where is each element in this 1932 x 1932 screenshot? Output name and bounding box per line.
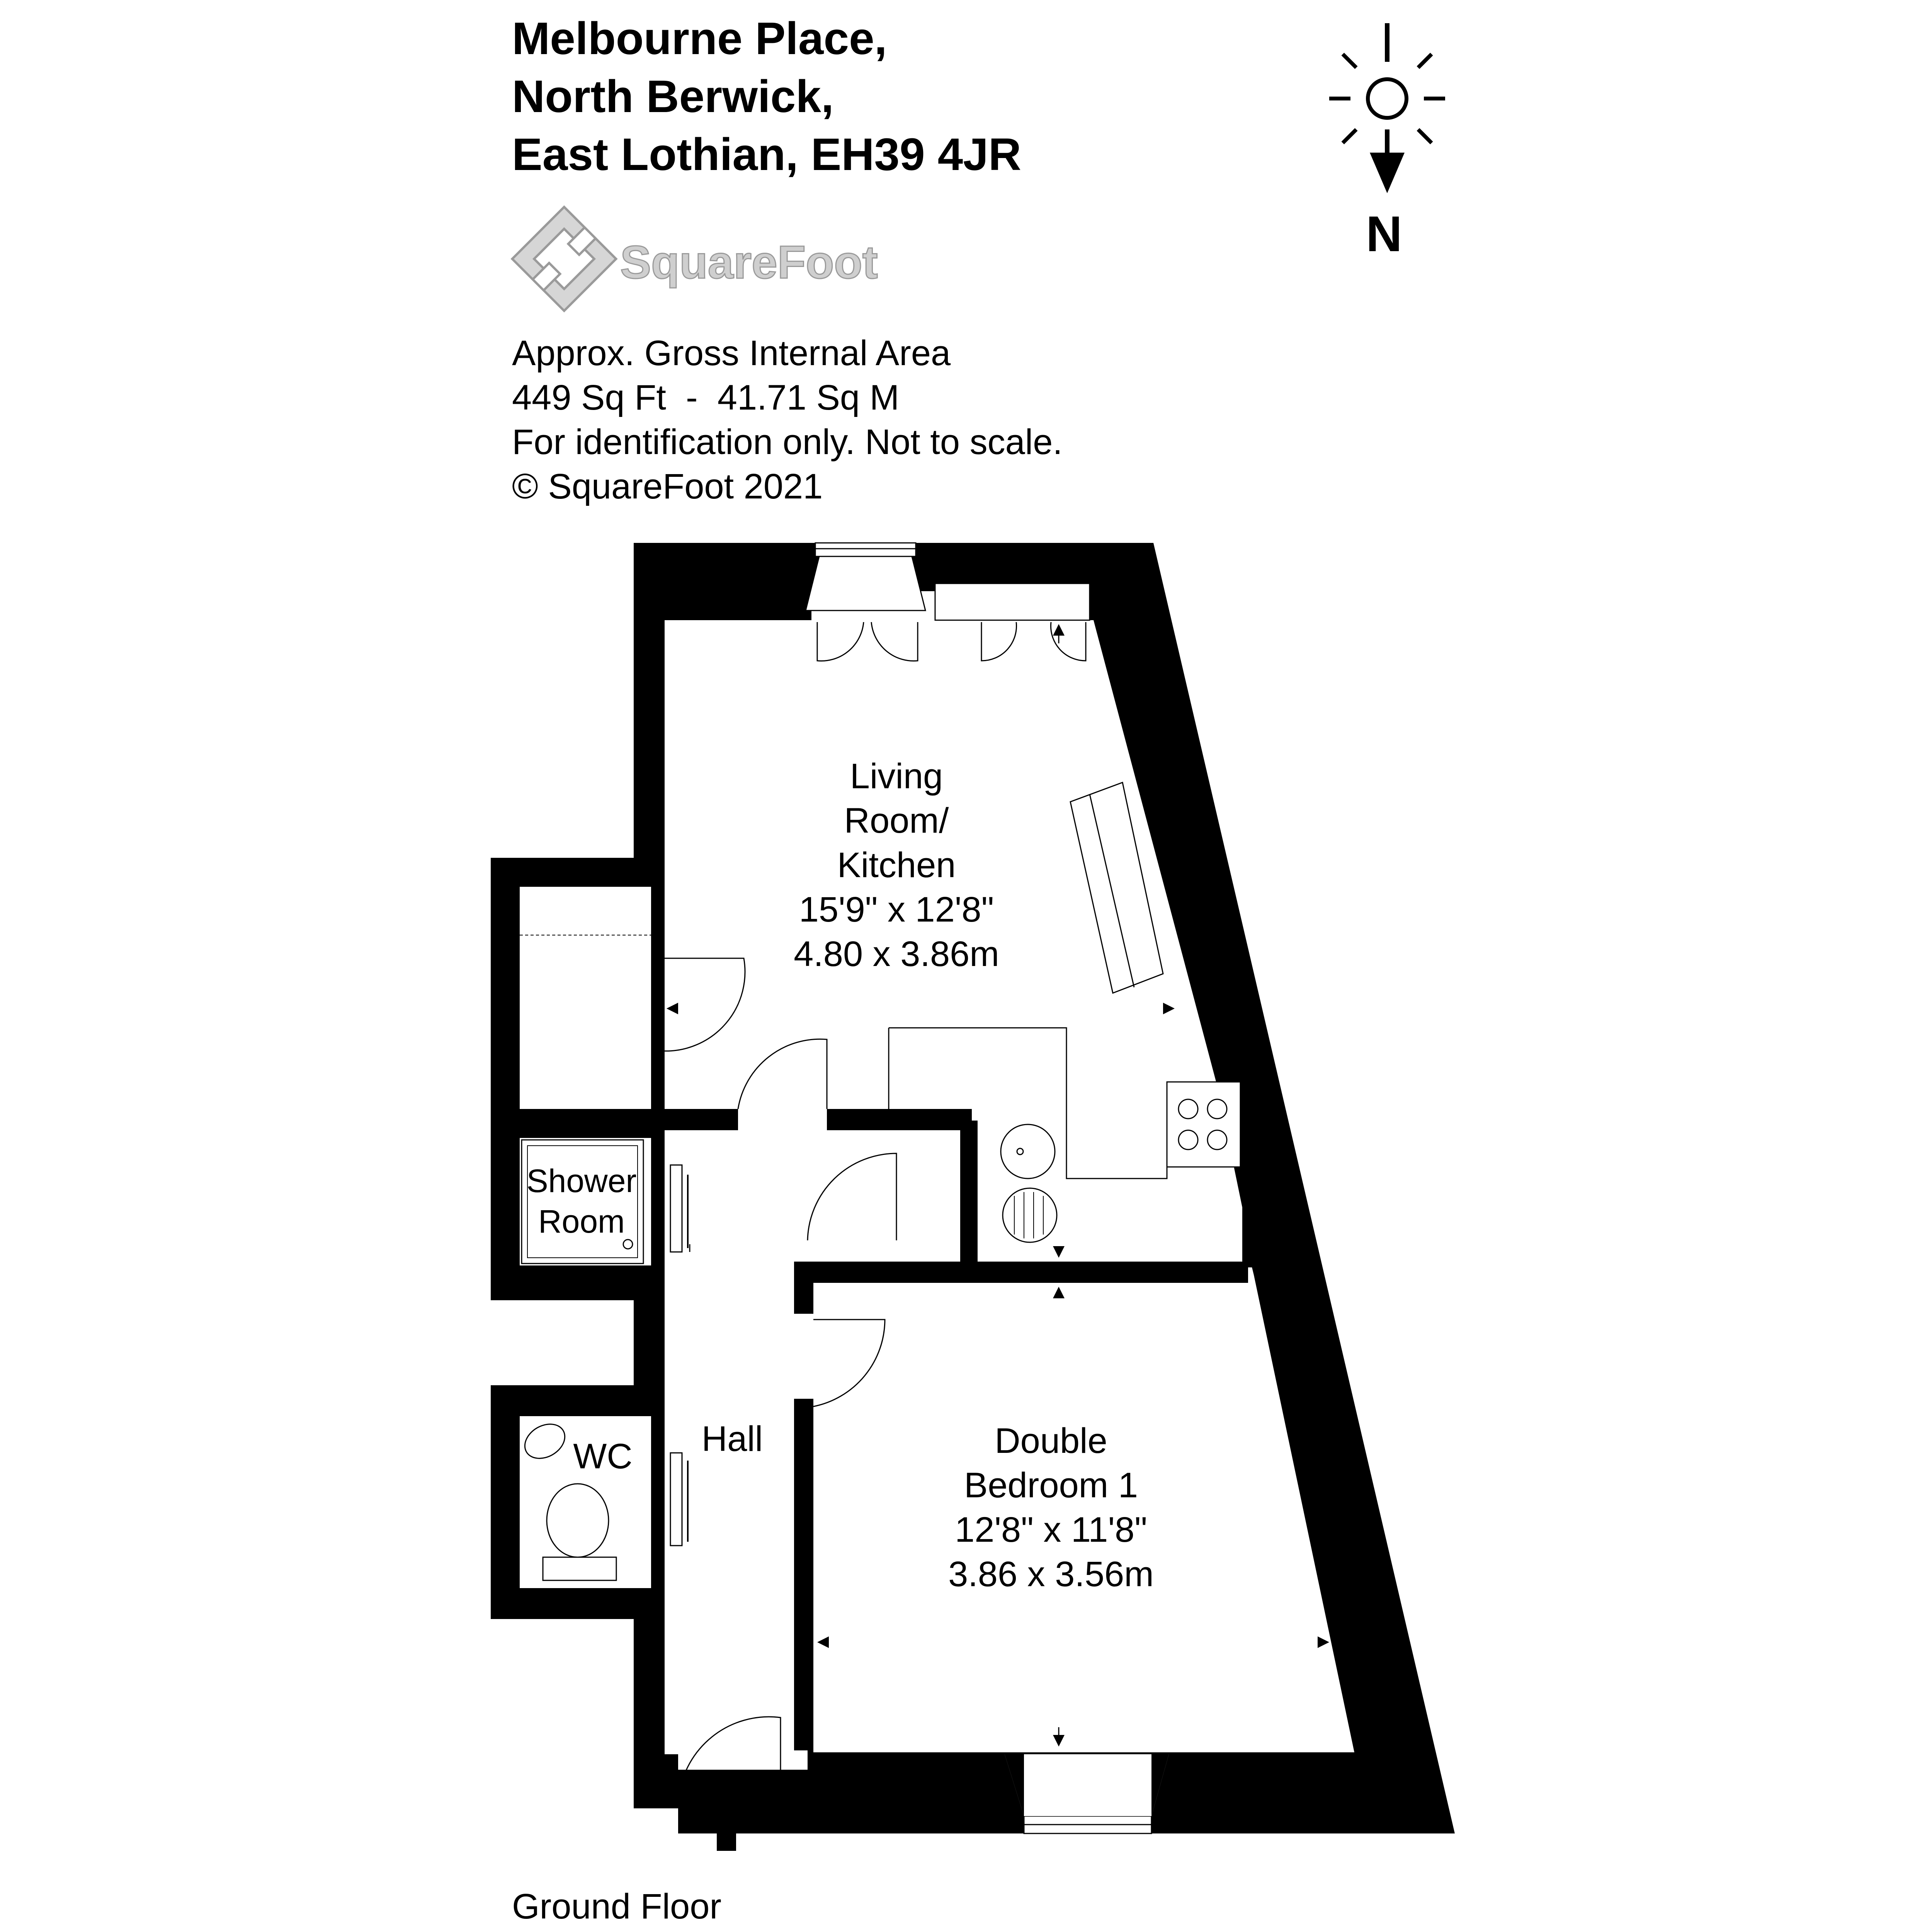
bedroom-label: Double Bedroom 1 12'8" x 11'8" 3.86 x 3.… <box>948 1421 1154 1594</box>
fixtures <box>521 781 1241 1581</box>
shower-room-name-1: Shower <box>527 1163 637 1199</box>
sun-compass-icon: N <box>1329 23 1445 262</box>
windows <box>805 542 1169 1834</box>
outer-wall <box>491 543 1455 1833</box>
bedroom-metric: 3.86 x 3.56m <box>948 1554 1154 1594</box>
address-line-2: North Berwick, <box>512 71 834 122</box>
bedroom-imperial: 12'8" x 11'8" <box>955 1510 1147 1549</box>
floor-label: Ground Floor <box>512 1887 721 1926</box>
living-room-name-3: Kitchen <box>837 845 956 885</box>
hall-label: Hall <box>702 1419 763 1459</box>
shower-room-label: Shower Room <box>527 1163 637 1240</box>
wc-label: WC <box>573 1437 632 1476</box>
washing-machine-icon <box>1002 1187 1058 1243</box>
area-info-line-1: Approx. Gross Internal Area <box>512 333 951 373</box>
area-info: Approx. Gross Internal Area 449 Sq Ft - … <box>512 333 1063 506</box>
toilet-icon <box>542 1483 617 1581</box>
compass-north-label: N <box>1366 206 1402 262</box>
address-block: Melbourne Place, North Berwick, East Lot… <box>512 13 1021 180</box>
squarefoot-logo-text: SquareFoot <box>620 236 878 288</box>
room-labels: Living Room/ Kitchen 15'9" x 12'8" 4.80 … <box>527 757 1154 1594</box>
living-room-label: Living Room/ Kitchen 15'9" x 12'8" 4.80 … <box>794 757 999 974</box>
bedroom-name-2: Bedroom 1 <box>964 1466 1138 1505</box>
entrance-arrow-icon <box>705 1793 748 1851</box>
squarefoot-logo: SquareFoot <box>510 205 878 313</box>
address-line-1: Melbourne Place, <box>512 13 887 64</box>
address-line-3: East Lothian, EH39 4JR <box>512 129 1021 180</box>
area-info-line-2: 449 Sq Ft - 41.71 Sq M <box>512 378 899 417</box>
sink-icon <box>1000 1124 1056 1179</box>
hob-icon <box>1166 1081 1241 1168</box>
doors <box>520 622 1087 1809</box>
living-room-name-1: Living <box>850 757 943 796</box>
basin-icon <box>524 1423 566 1459</box>
sofa-icon <box>1070 781 1164 994</box>
living-room-metric: 4.80 x 3.86m <box>794 934 999 974</box>
shower-tray-icon <box>521 1139 644 1264</box>
area-info-line-3: For identification only. Not to scale. <box>512 422 1063 462</box>
bedroom-name-1: Double <box>995 1421 1107 1461</box>
living-room-name-2: Room/ <box>844 801 949 840</box>
squarefoot-logo-icon <box>510 205 618 313</box>
living-room-imperial: 15'9" x 12'8" <box>799 890 994 929</box>
walls <box>491 543 1455 1833</box>
dimension-markers <box>667 624 1329 1747</box>
shower-room-name-2: Room <box>538 1203 625 1240</box>
copyright-text: © SquareFoot 2021 <box>512 467 823 506</box>
